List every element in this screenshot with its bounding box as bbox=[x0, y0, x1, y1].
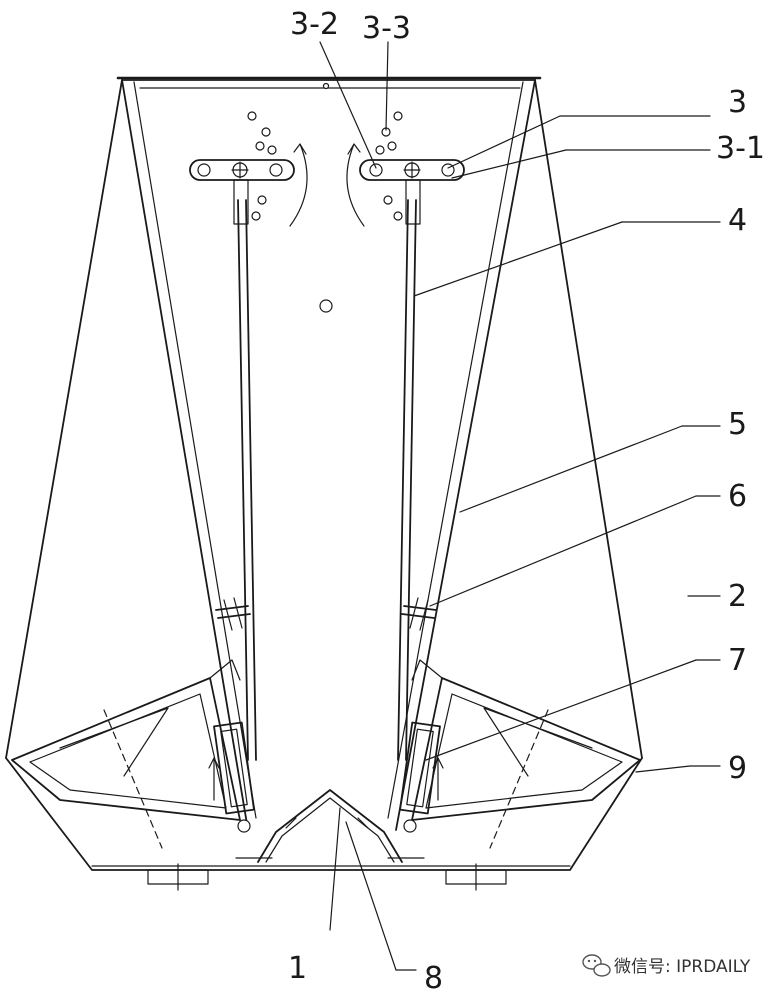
label-3-2: 3-2 bbox=[290, 7, 339, 42]
left-cylinder bbox=[208, 721, 255, 833]
inner-hopper-walls bbox=[121, 79, 536, 831]
right-rocker-arm bbox=[359, 159, 465, 181]
adjustment-holes bbox=[247, 82, 403, 313]
right-hinge-bracket bbox=[401, 597, 437, 631]
label-5: 5 bbox=[728, 407, 747, 442]
label-9: 9 bbox=[728, 751, 747, 786]
watermark: 微信号: IPRDAILY bbox=[582, 954, 751, 977]
mounting-feet bbox=[147, 863, 507, 891]
right-side-compartment bbox=[411, 659, 641, 849]
leader-lines bbox=[319, 41, 721, 971]
swing-arrows bbox=[289, 143, 365, 227]
right-cylinder bbox=[399, 721, 444, 833]
label-2: 2 bbox=[728, 579, 747, 614]
label-8: 8 bbox=[424, 961, 443, 996]
wechat-icon bbox=[582, 954, 611, 977]
label-3-1: 3-1 bbox=[716, 131, 765, 166]
left-side-compartment bbox=[11, 659, 241, 849]
left-rocker-arm bbox=[189, 159, 295, 181]
outer-housing bbox=[5, 76, 643, 871]
label-7: 7 bbox=[728, 643, 747, 678]
label-1: 1 bbox=[288, 951, 307, 986]
label-3-3: 3-3 bbox=[362, 11, 411, 46]
left-hinge-bracket bbox=[215, 597, 251, 631]
label-6: 6 bbox=[728, 479, 747, 514]
watermark-text: 微信号: IPRDAILY bbox=[614, 957, 751, 977]
label-3: 3 bbox=[728, 85, 747, 120]
reference-labels: 3-2 3-3 3 3-1 4 5 6 2 7 9 1 8 bbox=[288, 7, 765, 996]
right-push-rod bbox=[397, 179, 421, 761]
bottom-v-deflector bbox=[235, 789, 425, 863]
outlet-arrows bbox=[285, 817, 369, 829]
label-4: 4 bbox=[728, 203, 747, 238]
